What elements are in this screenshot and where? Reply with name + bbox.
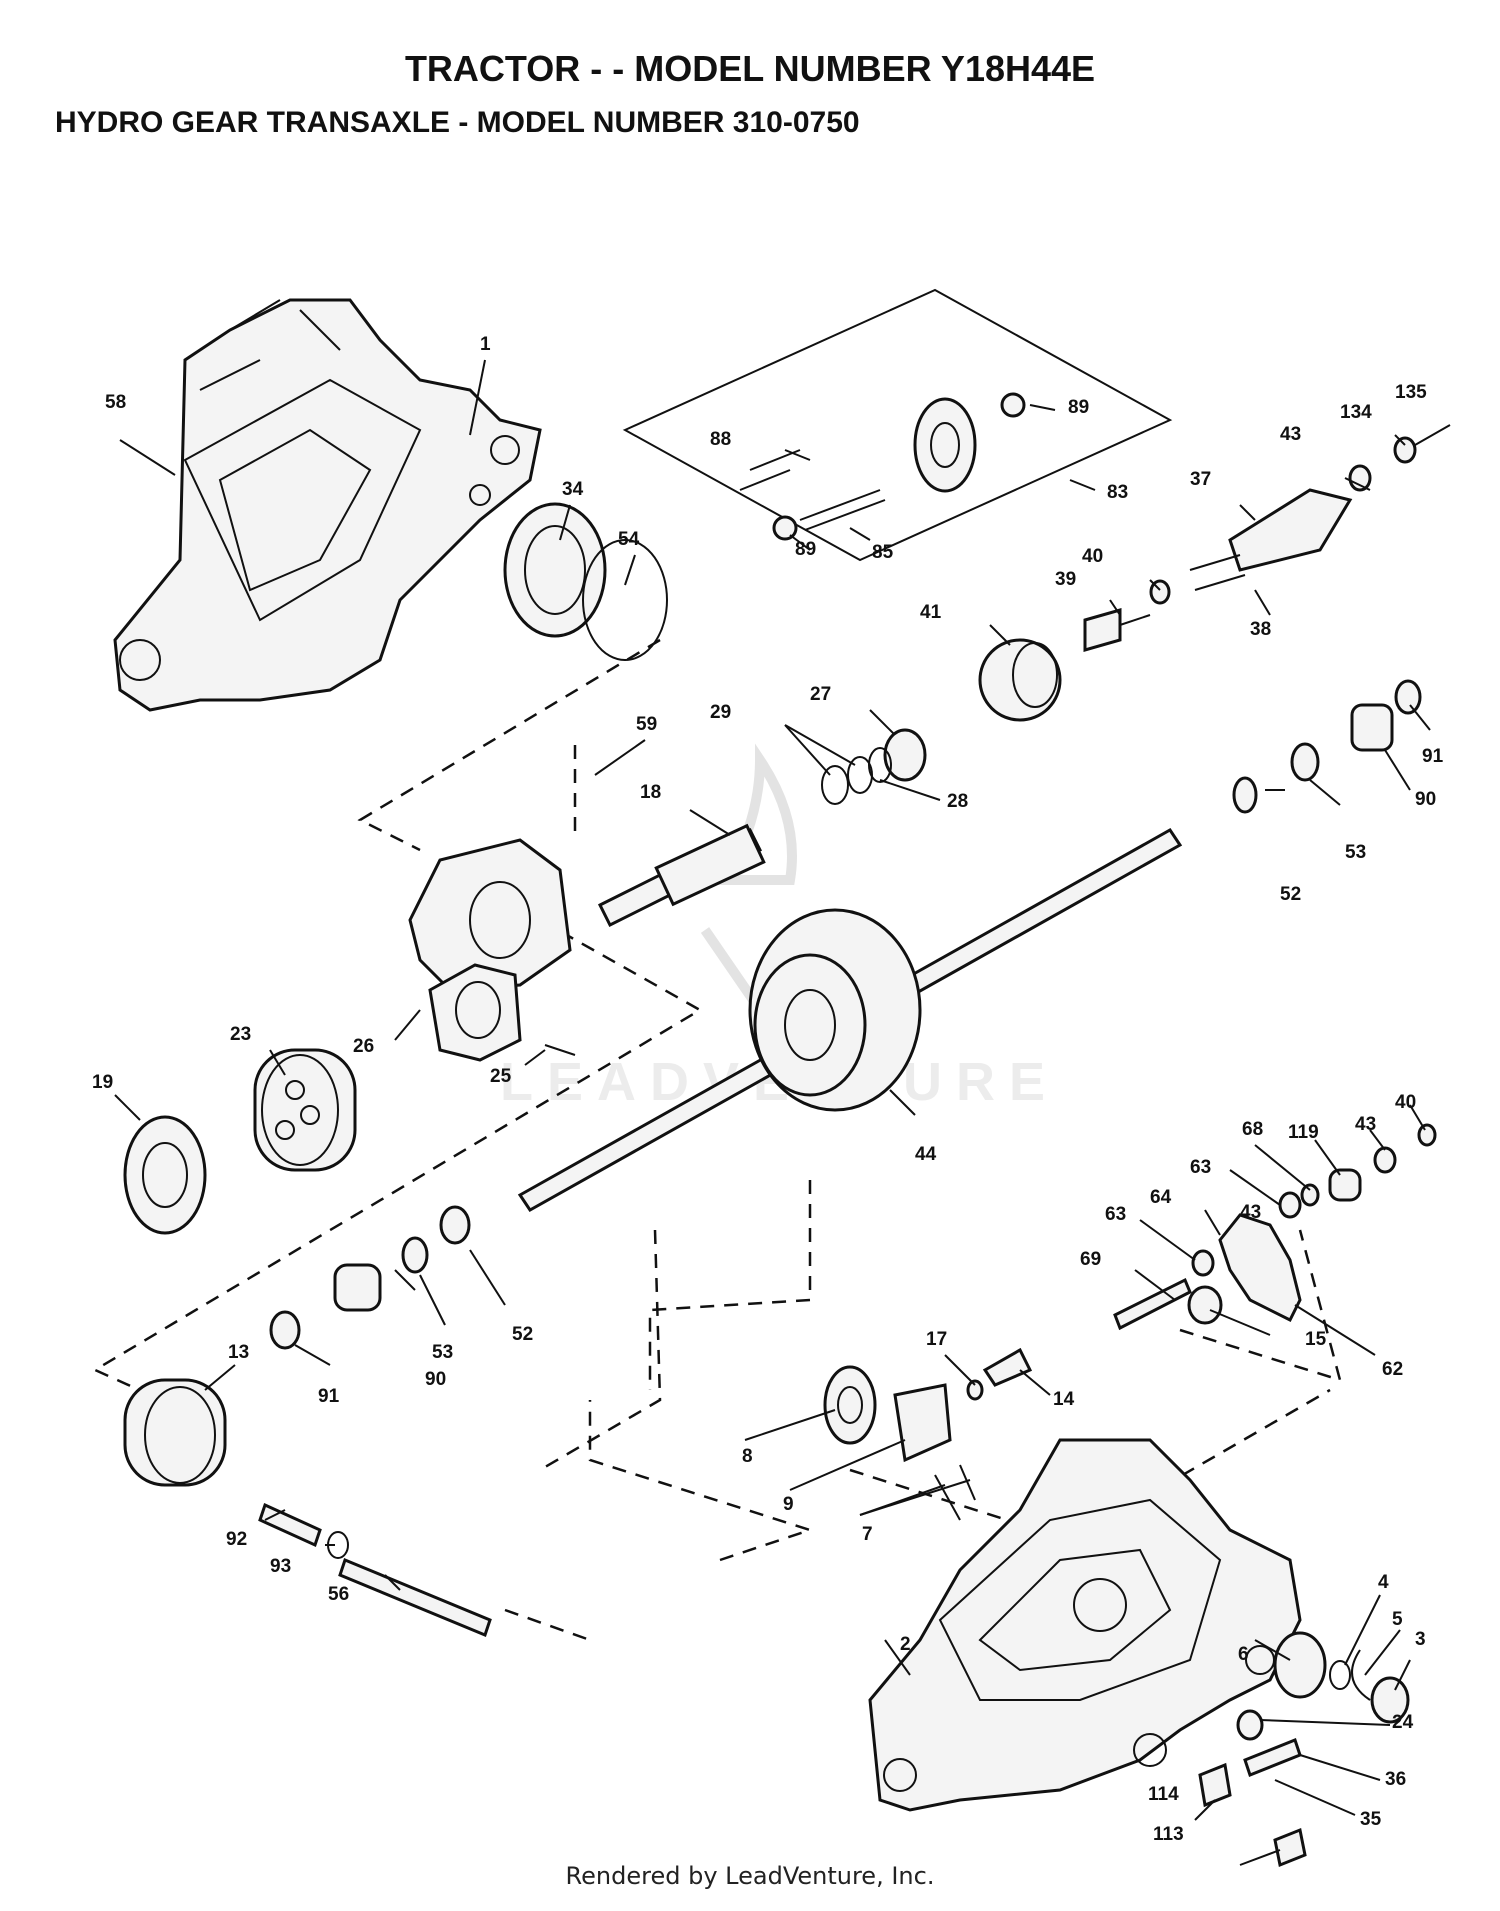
callout-6: 6: [1238, 1644, 1249, 1665]
callout-135: 135: [1395, 382, 1427, 403]
callout-9: 9: [783, 1494, 794, 1515]
callout-24: 24: [1392, 1712, 1414, 1733]
callout-28: 28: [947, 791, 968, 812]
control-linkage: [978, 424, 1451, 722]
callout-35: 35: [1360, 1809, 1382, 1830]
callout-2: 2: [900, 1634, 911, 1655]
gear-kit-outline: [622, 288, 1173, 562]
callout-63-lower: 63: [1105, 1204, 1126, 1225]
callout-14: 14: [1053, 1389, 1075, 1410]
callout-53-left: 53: [432, 1342, 453, 1363]
callout-38: 38: [1250, 619, 1271, 640]
callout-91-right: 91: [1422, 746, 1444, 767]
callout-92: 92: [226, 1529, 247, 1550]
lower-small-parts: [823, 1347, 1410, 1868]
callout-43-right: 43: [1355, 1114, 1376, 1135]
callout-56: 56: [328, 1584, 349, 1605]
callout-26: 26: [353, 1036, 374, 1057]
callout-labels: 1 2 3 4 5 6 7 8 9 13 14 15 17 18 19 23 2…: [92, 334, 1444, 1845]
callout-5: 5: [1392, 1609, 1403, 1630]
callout-90-left: 90: [425, 1369, 446, 1390]
callout-69: 69: [1080, 1249, 1101, 1270]
o-ring: [582, 539, 668, 661]
callout-64: 64: [1150, 1187, 1172, 1208]
callout-40-lower: 40: [1395, 1092, 1416, 1113]
callout-89-lower: 89: [795, 539, 816, 560]
callout-114: 114: [1148, 1784, 1179, 1805]
callout-27: 27: [810, 684, 831, 705]
callout-34: 34: [562, 479, 584, 500]
callout-134: 134: [1340, 402, 1372, 423]
callout-19: 19: [92, 1072, 113, 1093]
control-arm-group: [1113, 1123, 1437, 1331]
center-block: [408, 838, 576, 1062]
callout-41: 41: [920, 602, 942, 623]
callout-59: 59: [636, 714, 657, 735]
callout-36: 36: [1385, 1769, 1406, 1790]
callout-52-right: 52: [1280, 884, 1301, 905]
axle-seal: [503, 502, 607, 638]
upper-housing: [113, 298, 542, 712]
callout-85: 85: [872, 542, 894, 563]
callout-43-mid: 43: [1240, 1202, 1261, 1223]
lower-housing: [868, 1438, 1302, 1812]
callout-53-right: 53: [1345, 842, 1366, 863]
callout-15: 15: [1305, 1329, 1327, 1350]
callout-23: 23: [230, 1024, 251, 1045]
callout-90-right: 90: [1415, 789, 1436, 810]
callout-88: 88: [710, 429, 731, 450]
callout-39: 39: [1055, 569, 1076, 590]
callout-8: 8: [742, 1446, 753, 1467]
callout-18: 18: [640, 782, 661, 803]
callout-7: 7: [862, 1524, 873, 1545]
axle-differential-group: [517, 679, 1422, 1212]
callout-25: 25: [490, 1066, 512, 1087]
callout-40-upper: 40: [1082, 546, 1103, 567]
callout-17: 17: [926, 1329, 947, 1350]
callout-91-left: 91: [318, 1386, 340, 1407]
callout-13: 13: [228, 1342, 249, 1363]
callout-93: 93: [270, 1556, 291, 1577]
diagram-subtitle: HYDRO GEAR TRANSAXLE - MODEL NUMBER 310-…: [55, 106, 860, 139]
callout-43-upper: 43: [1280, 424, 1301, 445]
motor-cylinder-block: [123, 1205, 492, 1638]
callout-3: 3: [1415, 1629, 1426, 1650]
callout-1: 1: [480, 334, 491, 355]
callout-113: 113: [1153, 1824, 1184, 1845]
callout-58: 58: [105, 392, 126, 413]
callout-37: 37: [1190, 469, 1211, 490]
input-shaft-group: [597, 728, 927, 928]
callout-29: 29: [710, 702, 731, 723]
diagram-title: TRACTOR - - MODEL NUMBER Y18H44E: [404, 48, 1096, 89]
callout-4: 4: [1378, 1572, 1389, 1593]
leader-lines: [114, 359, 1431, 1866]
callout-54: 54: [618, 529, 640, 550]
callout-119: 119: [1288, 1122, 1319, 1143]
callout-62: 62: [1382, 1359, 1403, 1380]
callout-68: 68: [1242, 1119, 1263, 1140]
callout-83: 83: [1107, 482, 1128, 503]
callout-52-left: 52: [512, 1324, 533, 1345]
pump-cylinder-block: [123, 1048, 357, 1235]
callout-44: 44: [915, 1144, 937, 1165]
callout-63-upper: 63: [1190, 1157, 1211, 1178]
gear-kit-parts: [739, 392, 1026, 541]
footer-credit: Rendered by LeadVenture, Inc.: [565, 1862, 935, 1890]
callout-89-upper: 89: [1068, 397, 1089, 418]
